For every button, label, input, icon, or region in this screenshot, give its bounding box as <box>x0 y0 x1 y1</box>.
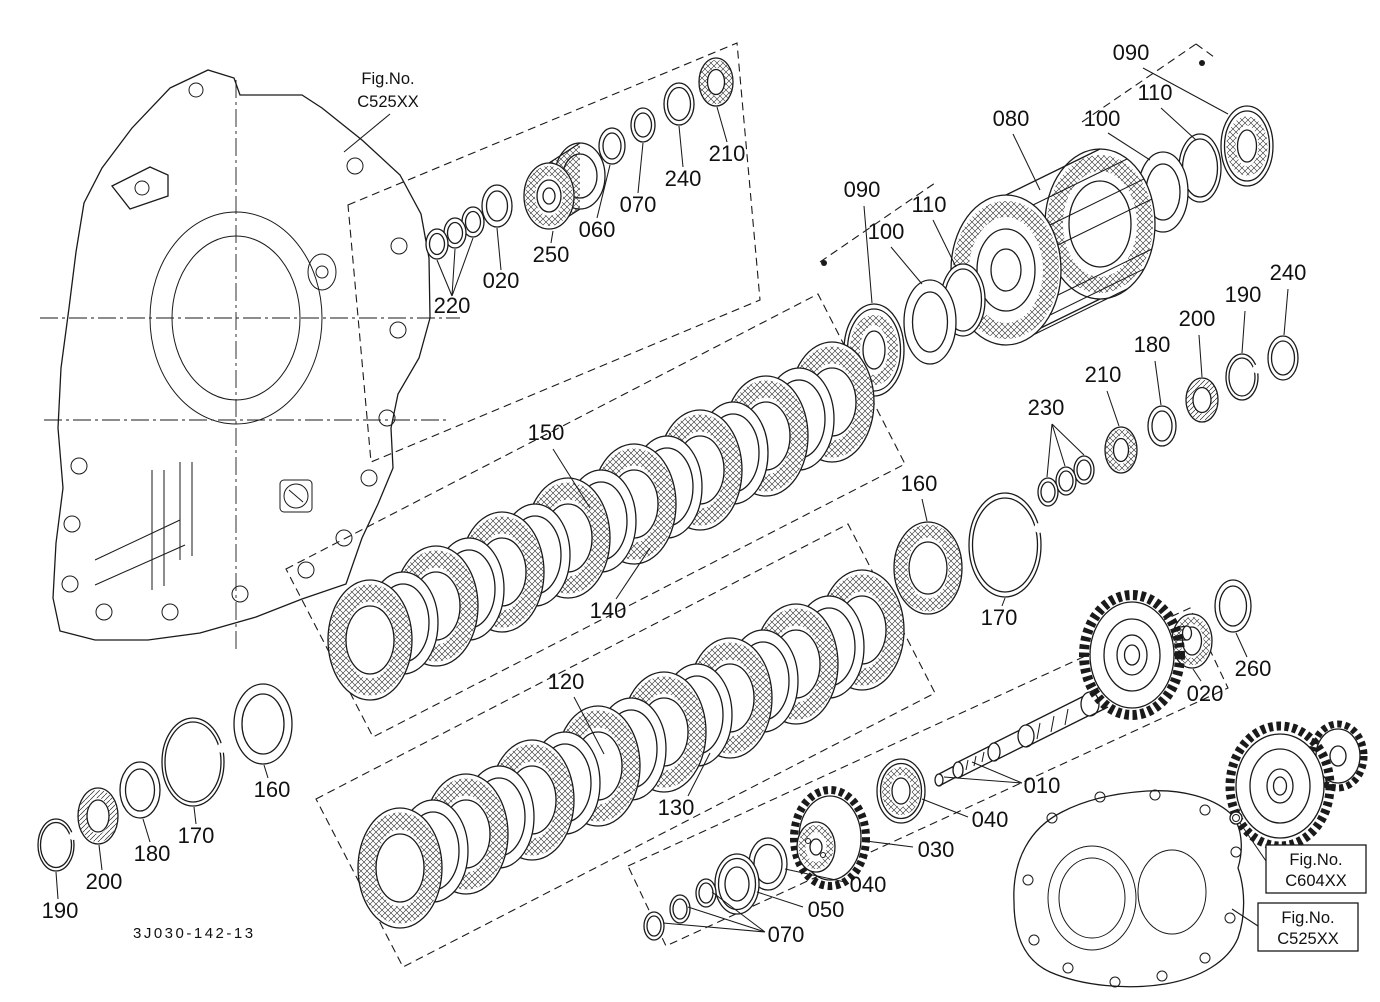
part-020-bearing-bottom <box>1171 613 1213 669</box>
nut <box>1229 811 1243 825</box>
callout-160-right: 160 <box>901 471 938 496</box>
part-070-seal-rings-bottom <box>643 878 717 941</box>
fig-ref-bottom-case-line2: C525XX <box>1277 930 1338 948</box>
fig-ref-bottom-case-line1: Fig.No. <box>1281 909 1334 927</box>
callout-240-right: 240 <box>1270 260 1307 285</box>
callout-180-left: 180 <box>134 841 171 866</box>
part-170-snap-ring-right <box>968 492 1044 598</box>
callout-040-bearing: 040 <box>972 807 1009 832</box>
callout-090-mid: 090 <box>844 177 881 202</box>
part-110-ring-top-right <box>1178 133 1222 203</box>
drawing-number: 3J030-142-13 <box>133 925 256 942</box>
pto-gear-set <box>1225 720 1368 851</box>
friction-disc <box>328 580 412 700</box>
part-250-clutch-hub <box>523 142 606 230</box>
fig-ref-bottom-case: Fig.No. C525XX <box>1257 902 1359 952</box>
callout-080: 080 <box>993 106 1030 131</box>
callout-070-bottom: 070 <box>768 922 805 947</box>
callout-250: 250 <box>533 242 570 267</box>
callout-160-left: 160 <box>254 777 291 802</box>
callout-030: 030 <box>918 837 955 862</box>
part-180-ring-left <box>119 761 161 819</box>
callouts: 220 020 250 060 070 240 210 080 090 110 … <box>42 40 1307 947</box>
part-090-bearing-top-right <box>1220 105 1274 187</box>
callout-110-mid: 110 <box>911 192 946 217</box>
part-210-bearing-top <box>698 57 734 107</box>
callout-210-top: 210 <box>709 141 746 166</box>
case-bolt-holes <box>1022 789 1242 988</box>
fig-ref-top-left: Fig.No. C525XX <box>357 70 418 111</box>
callout-150: 150 <box>528 420 565 445</box>
callout-240-top: 240 <box>665 166 702 191</box>
callout-040-collar: 040 <box>850 872 887 897</box>
fig-ref-top-left-line2: C525XX <box>357 93 418 111</box>
fig-ref-bottom-gear-line2: C604XX <box>1285 872 1346 890</box>
housing-bolt-holes <box>61 82 408 621</box>
part-200-spring-washer-right <box>1185 377 1219 423</box>
callout-180-right: 180 <box>1134 332 1171 357</box>
part-070-ring-top <box>630 107 656 143</box>
callout-220: 220 <box>434 293 471 318</box>
callout-130: 130 <box>658 795 695 820</box>
callout-070-top: 070 <box>620 192 657 217</box>
callout-010: 010 <box>1024 773 1061 798</box>
callout-060: 060 <box>579 217 616 242</box>
part-240-ring-right <box>1267 335 1299 381</box>
part-240-ring-top <box>663 82 695 126</box>
callout-230: 230 <box>1028 395 1065 420</box>
part-160-washer-left <box>233 683 293 765</box>
transmission-housing <box>40 69 460 652</box>
friction-disc <box>358 808 442 928</box>
callout-120: 120 <box>548 669 585 694</box>
callout-020-top: 020 <box>483 268 520 293</box>
part-010-shaft-and-gear <box>934 590 1193 787</box>
callout-170-left: 170 <box>178 823 215 848</box>
part-160-pressure-washer-right <box>893 521 963 615</box>
callout-050: 050 <box>808 897 845 922</box>
part-200-spring-washer-left <box>77 787 119 845</box>
callout-110-top-right: 110 <box>1137 80 1172 105</box>
part-210-bearing-right <box>1104 426 1138 474</box>
callout-210-right: 210 <box>1085 362 1122 387</box>
part-180-ring-right <box>1147 405 1177 447</box>
callout-200-right: 200 <box>1179 306 1216 331</box>
part-040-ball-bearing <box>876 758 926 824</box>
bottom-case <box>1013 789 1245 988</box>
part-190-snap-ring-left <box>37 818 77 872</box>
leader-lines <box>55 67 1289 933</box>
part-100-washer-mid <box>903 279 957 365</box>
fig-ref-bottom-gear: Fig.No. C604XX <box>1265 844 1367 894</box>
fig-ref-top-left-line1: Fig.No. <box>361 70 414 88</box>
callout-100-top-right: 100 <box>1084 106 1121 131</box>
callout-190-right: 190 <box>1225 282 1262 307</box>
callout-020-bottom: 020 <box>1187 681 1224 706</box>
part-060-ring <box>598 127 626 165</box>
part-050-bearing <box>714 853 760 915</box>
part-220-seal-rings <box>425 206 485 260</box>
callout-190-left: 190 <box>42 898 79 923</box>
part-230-seal-rings <box>1037 455 1095 507</box>
callout-140: 140 <box>590 598 627 623</box>
callout-090-top-right: 090 <box>1113 40 1150 65</box>
part-020-ring-top <box>481 184 513 228</box>
fig-ref-bottom-gear-line1: Fig.No. <box>1289 851 1342 869</box>
part-030-gear <box>790 786 870 890</box>
part-170-snap-ring-left <box>161 717 227 807</box>
callout-100-mid: 100 <box>868 219 905 244</box>
callout-260: 260 <box>1235 656 1272 681</box>
part-190-snap-ring-right <box>1225 353 1262 401</box>
callout-200-left: 200 <box>86 869 123 894</box>
callout-170-right: 170 <box>981 605 1018 630</box>
manufacturer-badge <box>279 479 313 513</box>
part-260-ring <box>1214 579 1252 633</box>
